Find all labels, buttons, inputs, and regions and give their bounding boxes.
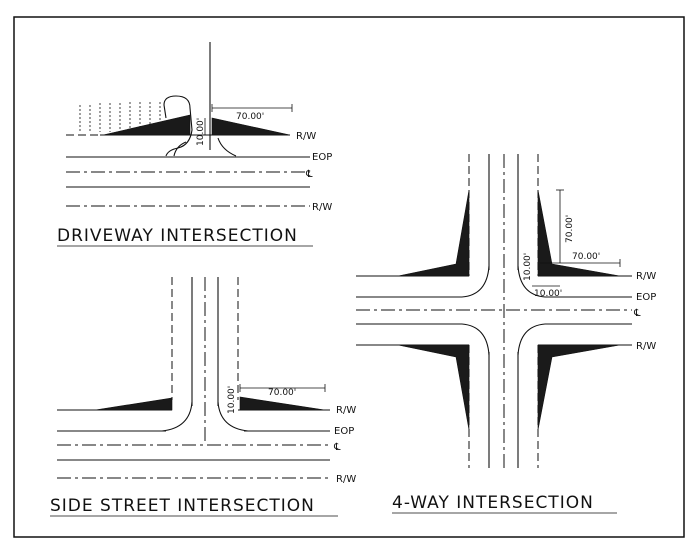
- driveway-intersection: 70.00' 10.00' R/W EOP ℄ R/W DRIVEWAY INT…: [57, 42, 332, 247]
- side-label-cl: ℄: [333, 442, 341, 453]
- side-label-rw-lower: R/W: [336, 474, 356, 485]
- four-way-label-rw-lower: R/W: [636, 341, 656, 352]
- sight-triangle-sw: [397, 344, 470, 431]
- side-sight-triangle-right: [239, 396, 326, 411]
- dim-70-driveway: 70.00': [236, 112, 264, 122]
- dim-10-horizontal: 10.00': [534, 289, 562, 299]
- curb-return-right: [217, 401, 249, 432]
- sight-triangle-se: [537, 344, 621, 431]
- driveway-curb-left: [163, 95, 193, 157]
- sight-triangle-right: [211, 117, 291, 136]
- driveway-title: DRIVEWAY INTERSECTION: [57, 226, 298, 246]
- dim-70-side: 70.00': [268, 388, 296, 398]
- dim-10-driveway: 10.00': [196, 118, 206, 146]
- label-rw-lower: R/W: [312, 202, 332, 213]
- driveway-return-right: [217, 137, 237, 157]
- four-way-label-eop: EOP: [636, 292, 656, 303]
- dim-70-vertical: 70.00': [565, 215, 575, 243]
- side-street-intersection: 70.00' 10.00' R/W EOP ℄ R/W SIDE STREET …: [50, 277, 356, 517]
- dim-10-vertical: 10.00': [523, 253, 533, 281]
- side-label-rw: R/W: [336, 405, 356, 416]
- sight-triangle-left: [102, 114, 191, 136]
- label-cl: ℄: [305, 169, 313, 180]
- label-rw: R/W: [296, 131, 316, 142]
- sight-triangle-nw: [397, 189, 470, 277]
- four-way-intersection: 70.00' 70.00' 10.00' 10.00' R/W EOP ℄ R/…: [356, 154, 656, 514]
- dim-70-horizontal: 70.00': [572, 252, 600, 262]
- side-label-eop: EOP: [334, 426, 354, 437]
- dim-10-side: 10.00': [227, 386, 237, 414]
- curb-return-sw: [461, 323, 490, 356]
- four-way-title: 4-WAY INTERSECTION: [392, 493, 594, 513]
- curb-return-left: [161, 401, 193, 432]
- label-eop: EOP: [312, 152, 332, 163]
- driveway-return-left: [173, 141, 187, 157]
- four-way-label-cl: ℄: [633, 308, 641, 319]
- four-way-label-rw: R/W: [636, 271, 656, 282]
- side-street-title: SIDE STREET INTERSECTION: [50, 496, 315, 516]
- side-sight-triangle-left: [94, 397, 173, 411]
- parking-stripes: [79, 102, 161, 132]
- curb-return-se: [517, 323, 546, 356]
- sheet-border: [13, 16, 685, 538]
- curb-return-nw: [461, 265, 490, 298]
- sight-triangle-ne: [537, 189, 621, 277]
- curb-return-ne: [517, 265, 546, 298]
